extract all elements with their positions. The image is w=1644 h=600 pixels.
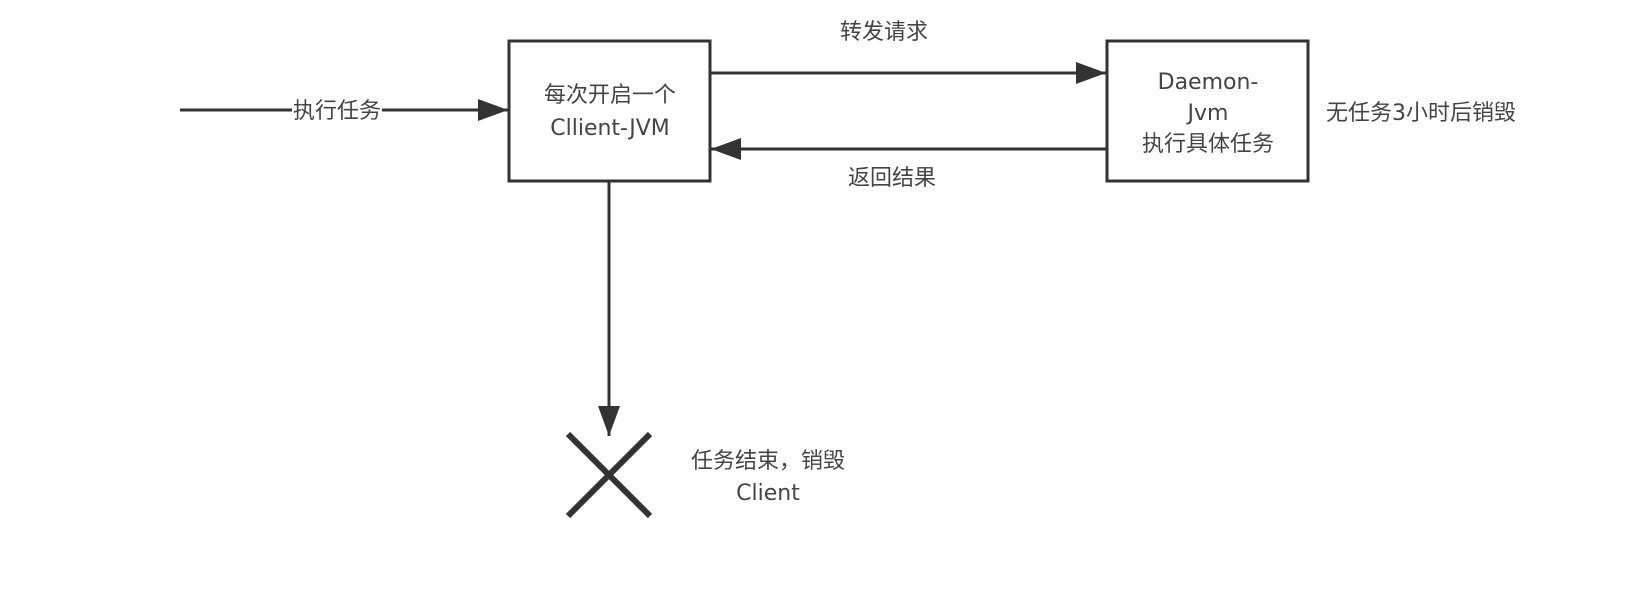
daemon-jvm-label-line2: Jvm xyxy=(1187,101,1229,126)
client-end-note-line1: 任务结束，销毁 xyxy=(690,449,845,474)
arrowhead-execute-task xyxy=(478,99,508,121)
daemon-jvm-label-line1: Daemon- xyxy=(1157,70,1259,95)
arrowhead-forward-request xyxy=(1076,62,1106,84)
client-jvm-box[interactable] xyxy=(507,39,712,183)
edge-label-execute-task: 执行任务 xyxy=(292,96,383,127)
client-end-note-line2: Client xyxy=(736,481,800,506)
edge-label-return-result: 返回结果 xyxy=(848,166,937,191)
daemon-jvm-box[interactable] xyxy=(1105,39,1310,183)
arrowhead-client-to-end xyxy=(598,406,620,436)
daemon-jvm-label-line3: 执行具体任务 xyxy=(1141,132,1274,157)
destroy-x-icon xyxy=(565,431,653,519)
arrowhead-return-result xyxy=(711,138,741,160)
client-jvm-label-line2: Cllient-JVM xyxy=(550,116,670,141)
daemon-destroy-note: 无任务3小时后销毁 xyxy=(1326,101,1516,126)
edge-label-forward-request: 转发请求 xyxy=(840,20,929,45)
client-jvm-label-line1: 每次开启一个 xyxy=(543,83,676,108)
